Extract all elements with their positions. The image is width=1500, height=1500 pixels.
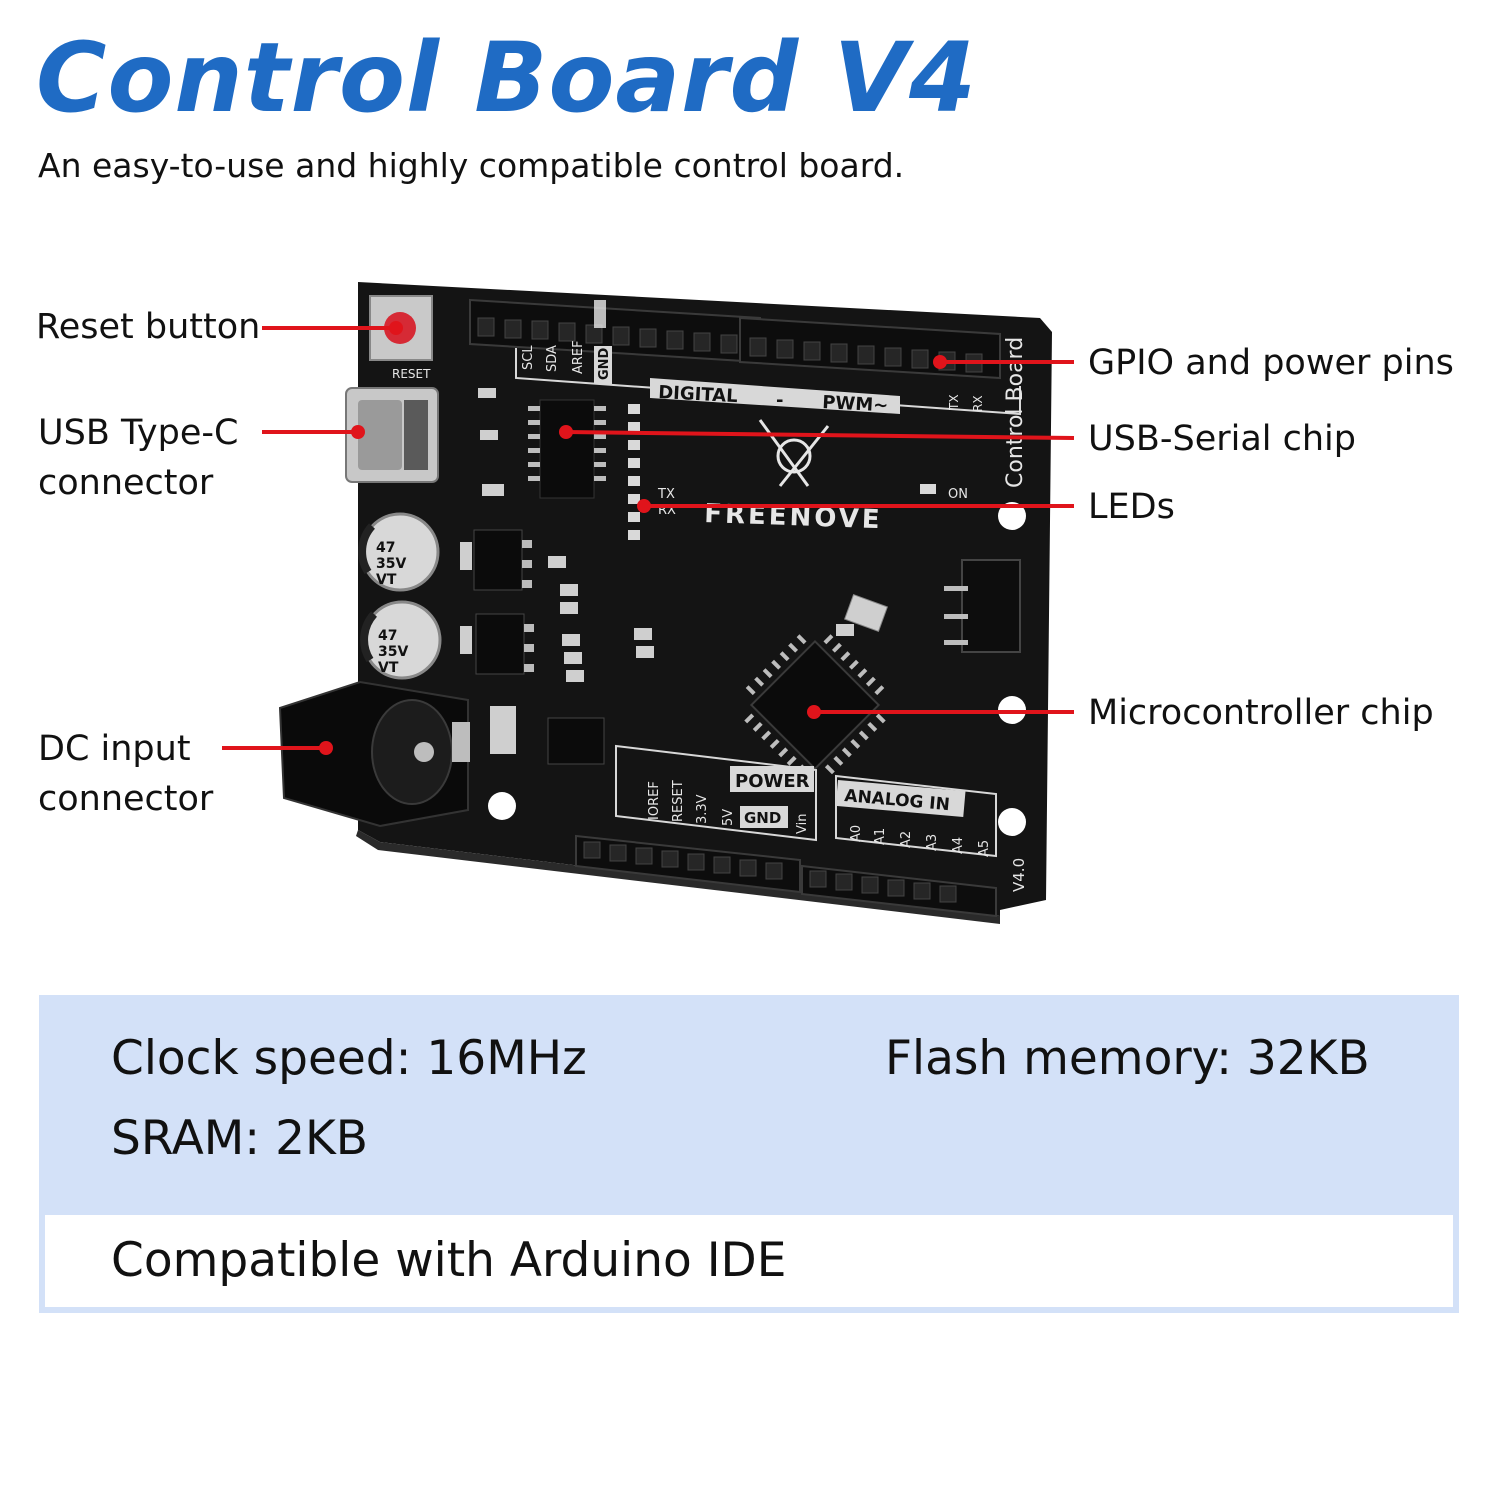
silk-digital: DIGITAL: [658, 382, 738, 407]
callout-line-usb-serial: [565, 430, 1075, 440]
callout-dot: [351, 425, 365, 439]
silk-power: POWER: [735, 771, 810, 792]
callout-usb-serial-text: USB-Serial chip: [1088, 419, 1357, 459]
digital-header: [469, 298, 1001, 380]
callout-usb-line2: connector: [38, 463, 214, 503]
cap-series: VT: [378, 660, 399, 676]
spec-clock: Clock speed: 16MHz: [111, 1031, 587, 1086]
silk-analog-pin: A4: [951, 837, 966, 854]
callout-mcu-text: Microcontroller chip: [1088, 693, 1434, 733]
callout-gpio-text: GPIO and power pins: [1088, 343, 1454, 383]
silk-dash: -: [776, 390, 783, 411]
spec-compat: Compatible with Arduino IDE: [111, 1233, 787, 1288]
callout-dot: [319, 741, 333, 755]
cap-value: 47: [378, 628, 397, 644]
cap-voltage: 35V: [376, 556, 406, 572]
silk-tx-label: TX: [947, 394, 961, 411]
callout-dc: DC input connector: [38, 724, 213, 824]
spec-sram: SRAM: 2KB: [111, 1111, 369, 1166]
callout-reset: Reset button: [36, 302, 260, 352]
silk-top-pin: AREF: [571, 340, 586, 374]
callout-reset-text: Reset button: [36, 307, 261, 347]
silk-rx-label: RX: [971, 395, 985, 412]
electrolytic-capacitors: [358, 512, 442, 680]
callout-dot: [559, 425, 573, 439]
callout-dc-line2: connector: [38, 779, 214, 819]
callout-leds: LEDs: [1088, 482, 1175, 532]
callout-dc-line1: DC input: [38, 729, 191, 769]
silk-version: V4.0: [1010, 858, 1028, 892]
page-title: Control Board V4: [36, 22, 977, 134]
dc-jack: [278, 680, 470, 828]
silk-side-label: Control Board: [1003, 337, 1028, 488]
callout-usb-line1: USB Type-C: [38, 413, 239, 453]
voltage-regulators: [473, 529, 605, 765]
cap-voltage: 35V: [378, 644, 408, 660]
callout-dot: [389, 321, 403, 335]
silk-power-pin: RESET: [671, 780, 686, 822]
silk-analog-pin: A5: [977, 840, 992, 857]
callout-lines: [222, 326, 1075, 750]
silk-analog-pin: A0: [849, 825, 864, 842]
power-header: [575, 834, 801, 894]
smd-components: [460, 388, 654, 754]
callout-dot: [933, 355, 947, 369]
silk-power-pin: Vin: [795, 814, 810, 834]
silk-top-pin: SDA: [545, 345, 560, 372]
pcb-body: [358, 282, 1052, 916]
callout-dot: [807, 705, 821, 719]
callout-dots: [319, 321, 947, 755]
usb-c-connector: [345, 387, 439, 483]
cap-series: VT: [376, 572, 397, 588]
page-subtitle: An easy-to-use and highly compatible con…: [38, 146, 905, 185]
mount-hole: [998, 502, 1026, 530]
board-illustration: SCL SDA AREF GND DIGITAL - PWM~ TX RX Co…: [222, 282, 1075, 924]
silk-power-pin: 3.3V: [695, 794, 710, 824]
silk-on: ON: [948, 487, 968, 502]
callout-gpio: GPIO and power pins: [1088, 338, 1454, 388]
silk-analog-pin: A1: [873, 828, 888, 845]
compat-box: Compatible with Arduino IDE: [45, 1215, 1453, 1307]
callout-dot: [637, 499, 651, 513]
callout-leds-text: LEDs: [1088, 487, 1175, 527]
icsp-header: [944, 559, 1021, 653]
silk-top-pin: SCL: [521, 345, 536, 370]
cap-value: 47: [376, 540, 395, 556]
silk-gnd-top: GND: [597, 347, 612, 380]
silk-analog-pin: A3: [925, 834, 940, 851]
silk-reset: RESET: [392, 367, 431, 381]
mount-hole: [998, 808, 1026, 836]
pcb-edge: [356, 830, 1000, 924]
led-array: [628, 404, 640, 540]
silk-gnd: GND: [744, 809, 781, 827]
crystal: [836, 593, 889, 636]
callout-mcu: Microcontroller chip: [1088, 688, 1434, 738]
callout-usb-serial: USB-Serial chip: [1088, 414, 1356, 464]
silk-analog-pin: A2: [899, 831, 914, 848]
silk-tx: TX: [657, 487, 675, 502]
callout-usb: USB Type-C connector: [38, 408, 238, 508]
mount-hole: [488, 792, 516, 820]
usb-serial-chip: [528, 399, 606, 499]
silk-pwm: PWM~: [822, 392, 889, 416]
silk-power-pin: 5V: [721, 809, 736, 826]
spec-flash: Flash memory: 32KB: [885, 1031, 1370, 1086]
analog-header: [801, 864, 997, 918]
microcontroller-chip: [744, 634, 886, 775]
silk-power-pin: IOREF: [647, 781, 662, 820]
power-led: [920, 484, 936, 494]
